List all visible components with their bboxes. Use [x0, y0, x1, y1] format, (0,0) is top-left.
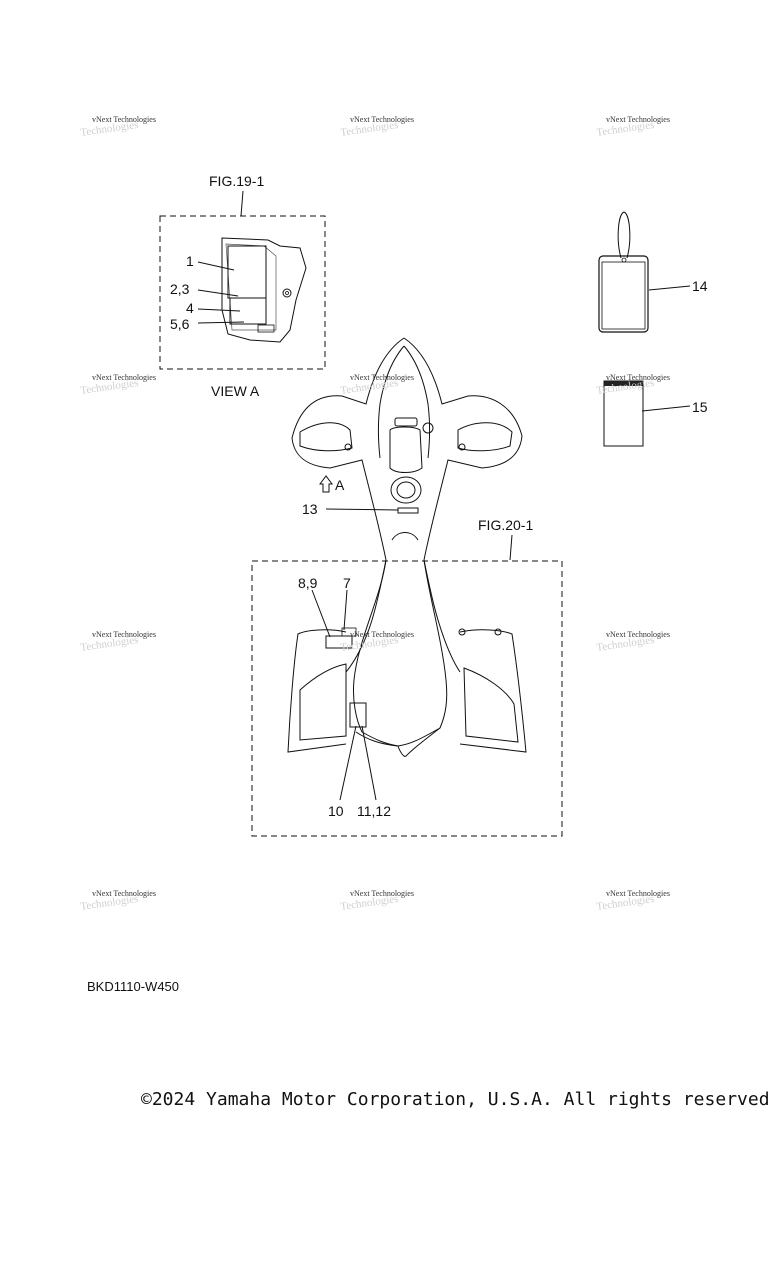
watermark-4: vNext Technologies	[92, 373, 156, 382]
view-a-arrow: A	[319, 475, 345, 493]
part-code: BKD1110-W450	[87, 979, 180, 994]
manual-item: 15	[603, 380, 708, 447]
watermark-9: vNext Technologies	[606, 630, 670, 639]
fig-19-label: FIG.19-1	[209, 173, 264, 189]
callout-10: 10	[328, 803, 344, 819]
fig-19-inset: FIG.19-1 1 2,3 4 5,6 VIEW A	[159, 173, 326, 399]
label-1-decal	[227, 245, 267, 299]
watermark-10: vNext Technologies	[92, 889, 156, 898]
callout-1: 1	[186, 253, 194, 269]
callout-7: 7	[343, 575, 351, 591]
watermark-8: vNext Technologies	[350, 630, 414, 639]
decal-10-11-12	[349, 702, 367, 728]
callout-4: 4	[186, 300, 194, 316]
watermark-5: vNext Technologies	[350, 373, 414, 382]
callout-14: 14	[692, 278, 708, 294]
fig-20-inset: FIG.20-1 8,9 7 10 11,12	[251, 517, 563, 837]
watermark-3: vNext Technologies	[606, 115, 670, 124]
watermark-2: vNext Technologies	[350, 115, 414, 124]
hang-tag-item: 14	[598, 211, 708, 333]
callout-11-12: 11,12	[357, 803, 391, 819]
watermark-12: vNext Technologies	[606, 889, 670, 898]
fig-20-label: FIG.20-1	[478, 517, 533, 533]
watermark-7: vNext Technologies	[92, 630, 156, 639]
callout-13: 13	[302, 501, 318, 517]
watermark-6: vNext Technologies	[606, 373, 670, 382]
copyright-notice: ©2024 Yamaha Motor Corporation, U.S.A. A…	[141, 1089, 768, 1110]
decal-8-9	[325, 635, 353, 649]
watercraft-deck	[287, 337, 527, 757]
callout-5-6: 5,6	[170, 316, 190, 332]
watermarks: Technologies vNext Technologies Technolo…	[80, 115, 670, 913]
watermark-1: vNext Technologies	[92, 115, 156, 124]
callout-8-9: 8,9	[298, 575, 318, 591]
arrow-a-label: A	[335, 477, 345, 493]
callout-15: 15	[692, 399, 708, 415]
view-a-label: VIEW A	[211, 383, 260, 399]
decal-7	[341, 627, 357, 637]
callout-2-3: 2,3	[170, 281, 190, 297]
watermark-11: vNext Technologies	[350, 889, 414, 898]
